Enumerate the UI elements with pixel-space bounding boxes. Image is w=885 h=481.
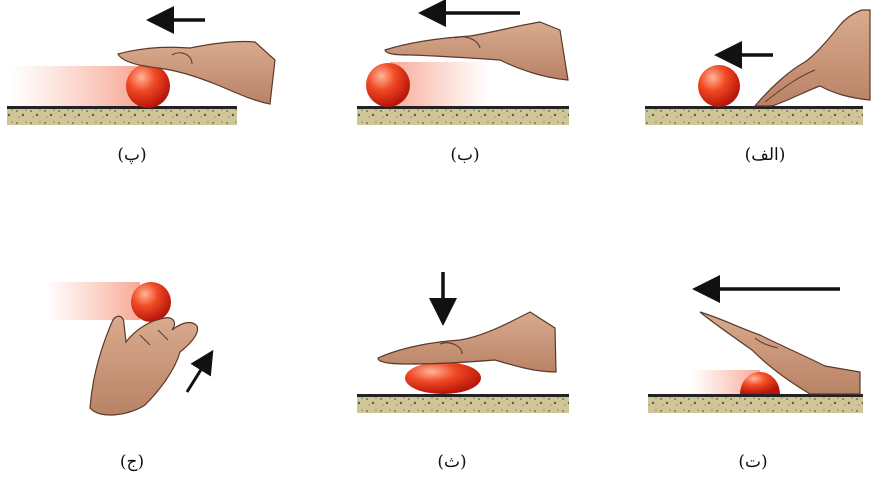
ground: [357, 396, 569, 413]
motion-trail: [10, 66, 140, 106]
ground: [7, 108, 237, 125]
hand: [755, 10, 870, 106]
caption-jim: (ج): [92, 452, 172, 472]
motion-arrow: [187, 360, 207, 392]
caption-se: (ث): [412, 452, 492, 472]
caption-be: (ب): [425, 145, 505, 165]
hand: [90, 316, 198, 415]
panel-pe: [7, 20, 275, 125]
panel-alef: [645, 10, 870, 125]
ground-line: [357, 394, 569, 397]
caption-pe: (پ): [92, 145, 172, 165]
caption-alef: (الف): [725, 145, 805, 165]
ground-line: [7, 106, 237, 109]
ball-squashed: [405, 362, 481, 394]
panel-be: [357, 13, 569, 125]
panel-jim: [45, 282, 207, 415]
ground: [357, 108, 569, 125]
ball: [698, 65, 740, 107]
caption-te: (ت): [713, 452, 793, 472]
ball: [131, 282, 171, 322]
ground: [648, 396, 863, 413]
panel-te: [648, 289, 863, 413]
ground: [645, 108, 863, 125]
panel-se: [357, 272, 569, 413]
ball: [126, 64, 170, 108]
motion-trail: [45, 282, 140, 320]
hand: [378, 312, 556, 372]
ball: [366, 63, 410, 107]
